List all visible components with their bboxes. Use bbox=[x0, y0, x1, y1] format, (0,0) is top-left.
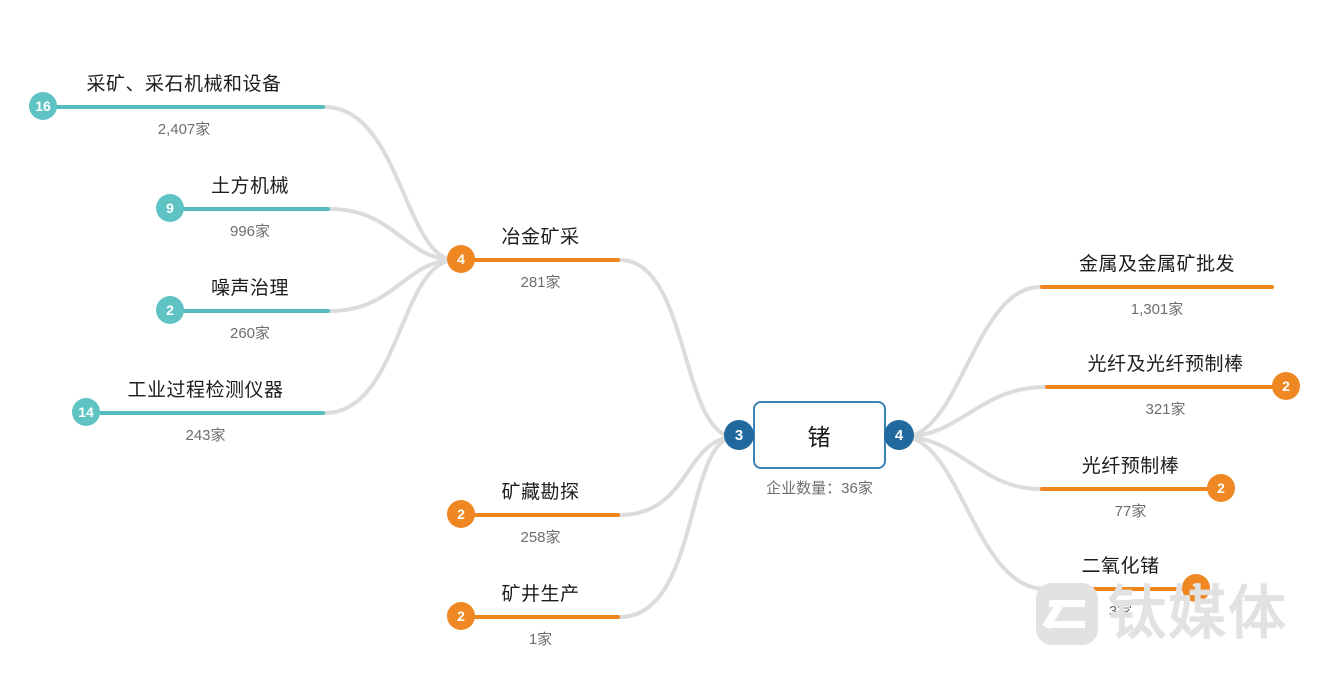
center-node-label: 锗 bbox=[807, 424, 832, 450]
node-title: 采矿、采石机械和设备 bbox=[86, 74, 282, 95]
node-count: 281家 bbox=[520, 274, 561, 291]
node-bar bbox=[170, 207, 330, 211]
node-bar bbox=[1045, 385, 1286, 389]
node-count: 2,407家 bbox=[157, 121, 211, 138]
node-bar bbox=[170, 309, 330, 313]
node-count: 996家 bbox=[229, 223, 271, 240]
link-direct-0 bbox=[618, 435, 737, 517]
node-title: 工业过程检测仪器 bbox=[127, 380, 284, 401]
node-count: 243家 bbox=[185, 427, 226, 444]
node-badge[interactable]: 2 bbox=[156, 296, 184, 324]
node-count: 321家 bbox=[1145, 401, 1186, 418]
link-leaf-2 bbox=[328, 258, 457, 313]
node-bar bbox=[1040, 487, 1221, 491]
node-badge[interactable]: 14 bbox=[72, 398, 100, 426]
link-right-3 bbox=[901, 435, 1047, 591]
link-leaf-1 bbox=[328, 207, 457, 262]
link-leaf-3 bbox=[323, 258, 457, 415]
node-title: 噪声治理 bbox=[210, 278, 290, 299]
node-count: 1家 bbox=[528, 631, 553, 648]
logo-slash bbox=[1042, 603, 1063, 630]
node-badge[interactable]: 4 bbox=[447, 245, 475, 273]
link-leaf-0 bbox=[323, 105, 457, 262]
node-title: 土方机械 bbox=[210, 176, 290, 197]
node-count: 77家 bbox=[1114, 503, 1147, 520]
node-badge[interactable]: 3 bbox=[1182, 574, 1210, 602]
node-title: 二氧化锗 bbox=[1081, 556, 1160, 577]
node-bar bbox=[86, 411, 325, 415]
node-title: 矿井生产 bbox=[501, 584, 580, 605]
link-right-0 bbox=[901, 285, 1042, 439]
node-count: 3家 bbox=[1108, 603, 1133, 620]
center-node[interactable]: 锗 bbox=[753, 401, 886, 469]
node-count: 260家 bbox=[229, 325, 271, 342]
node-badge[interactable]: 16 bbox=[29, 92, 57, 120]
link-direct-1 bbox=[618, 435, 737, 619]
node-count: 1,301家 bbox=[1130, 301, 1184, 318]
node-bar bbox=[461, 615, 620, 619]
node-bar bbox=[461, 258, 620, 262]
center-badge-right[interactable]: 4 bbox=[884, 420, 914, 450]
node-bar bbox=[1040, 285, 1274, 289]
node-badge[interactable]: 9 bbox=[156, 194, 184, 222]
node-bar bbox=[461, 513, 620, 517]
node-title: 光纤及光纤预制棒 bbox=[1087, 354, 1244, 375]
watermark: 钛媒体 bbox=[1036, 583, 1288, 645]
tmtpost-logo-icon bbox=[1036, 583, 1098, 645]
node-badge[interactable]: 2 bbox=[447, 500, 475, 528]
link-right-1 bbox=[901, 385, 1047, 439]
link-right-2 bbox=[901, 435, 1042, 491]
node-bar bbox=[43, 105, 325, 109]
node-badge[interactable]: 2 bbox=[447, 602, 475, 630]
node-badge[interactable]: 2 bbox=[1272, 372, 1300, 400]
center-node-subtitle: 企业数量：36家 bbox=[766, 480, 873, 497]
center-badge-left[interactable]: 3 bbox=[724, 420, 754, 450]
node-title: 光纤预制棒 bbox=[1081, 456, 1180, 477]
node-title: 冶金矿采 bbox=[501, 227, 580, 248]
node-badge[interactable]: 2 bbox=[1207, 474, 1235, 502]
node-bar bbox=[1045, 587, 1196, 591]
node-title: 金属及金属矿批发 bbox=[1078, 254, 1236, 275]
node-count: 258家 bbox=[520, 529, 561, 546]
node-title: 矿藏勘探 bbox=[501, 482, 580, 503]
link-branch-metallurgy bbox=[618, 258, 737, 439]
